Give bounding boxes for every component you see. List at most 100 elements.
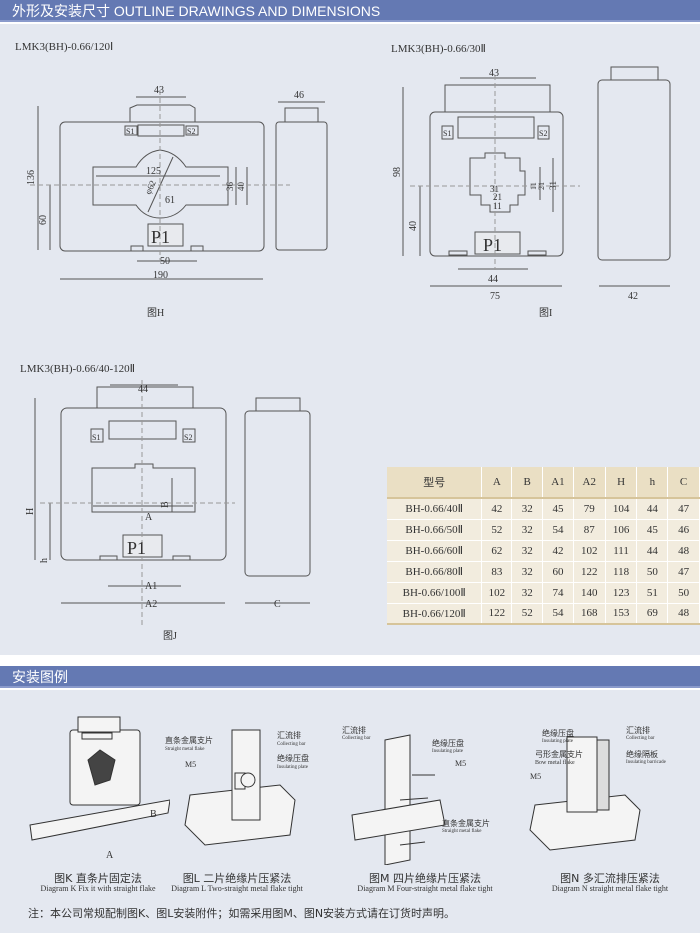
dim-C: C bbox=[274, 599, 281, 610]
drawing-i: 43 98 40 31 21 11 11 21 31 44 75 42 S1 S… bbox=[392, 66, 671, 302]
cell-value: 104 bbox=[605, 498, 638, 520]
cell-value: 54 bbox=[542, 603, 574, 625]
label-bar-en: Collecting bar bbox=[277, 742, 306, 747]
caption-j: 图J bbox=[163, 631, 177, 642]
cell-value: 69 bbox=[636, 603, 669, 625]
model-title-h: LMK3(BH)-0.66/120Ⅰ bbox=[15, 41, 114, 53]
cell-value: 153 bbox=[605, 603, 638, 625]
caption-i: 图I bbox=[539, 308, 553, 319]
dim-B: B bbox=[160, 501, 171, 508]
side-view bbox=[244, 410, 311, 577]
cell-value: 47 bbox=[667, 561, 700, 583]
col-header-a: A bbox=[481, 467, 513, 499]
dim-h: h bbox=[39, 558, 50, 563]
section-title: 外形及安装尺寸 OUTLINE DRAWINGS AND DIMENSIONS bbox=[12, 3, 381, 19]
barricade bbox=[596, 739, 610, 811]
label-m5: M5 bbox=[530, 772, 541, 781]
section-header-outline: 外形及安装尺寸 OUTLINE DRAWINGS AND DIMENSIONS bbox=[0, 0, 700, 22]
cell-model: BH-0.66/120Ⅱ bbox=[387, 603, 483, 625]
dim-side-w: 42 bbox=[628, 291, 638, 302]
dim-h31: 31 bbox=[548, 181, 558, 190]
ct-body bbox=[529, 794, 641, 851]
dim-A1: A1 bbox=[145, 581, 157, 592]
cell-value: 60 bbox=[542, 561, 574, 583]
cell-value: 83 bbox=[481, 561, 513, 583]
label-p1: P1 bbox=[127, 538, 146, 558]
label-sep-cn: 绝缘隔板 bbox=[626, 749, 658, 759]
drawing-h: 43 46 136 60 125 φ62 61 36 40 50 190 S1 … bbox=[26, 85, 328, 281]
dim-mount: 44 bbox=[488, 274, 498, 285]
cell-value: 118 bbox=[605, 561, 638, 583]
col-header-a2: A2 bbox=[573, 467, 606, 499]
dim-A: A bbox=[145, 512, 153, 523]
label-bar-en: Collecting bar bbox=[626, 736, 655, 741]
cell-value: 52 bbox=[511, 603, 544, 625]
label-m5: M5 bbox=[185, 760, 196, 769]
label-s2: S2 bbox=[187, 127, 195, 136]
bracket bbox=[96, 386, 194, 408]
label-s1: S1 bbox=[126, 127, 134, 136]
cell-value: 122 bbox=[481, 603, 513, 625]
dim-w31: 31 bbox=[490, 184, 499, 194]
cell-model: BH-0.66/40Ⅱ bbox=[387, 498, 483, 520]
cell-model: BH-0.66/50Ⅱ bbox=[387, 519, 483, 541]
cell-value: 106 bbox=[605, 519, 638, 541]
caption-l-en: Diagram L Two-straight metal flake tight bbox=[171, 884, 303, 893]
section-header-install: 安装图例 bbox=[0, 666, 700, 688]
table-header-row: 型号 A B A1 A2 H h C bbox=[387, 467, 700, 499]
caption-k-en: Diagram K Fix it with straight flake bbox=[40, 884, 156, 893]
cell-value: 102 bbox=[573, 540, 606, 562]
cell-value: 32 bbox=[511, 519, 544, 541]
cell-value: 44 bbox=[636, 498, 669, 520]
cell-value: 32 bbox=[511, 498, 544, 520]
dim-w21: 21 bbox=[493, 192, 502, 202]
dim-H: H bbox=[25, 508, 36, 515]
cell-value: 46 bbox=[667, 519, 700, 541]
caption-h: 图H bbox=[147, 308, 165, 319]
cell-value: 44 bbox=[636, 540, 669, 562]
cell-value: 32 bbox=[511, 561, 544, 583]
cell-value: 111 bbox=[605, 540, 638, 562]
section-title: 安装图例 bbox=[12, 669, 68, 685]
cell-value: 51 bbox=[636, 582, 669, 604]
cell-value: 52 bbox=[481, 519, 513, 541]
label-p1: P1 bbox=[483, 235, 502, 255]
dim-center-h: 40 bbox=[408, 221, 419, 231]
dim-A2: A2 bbox=[145, 599, 157, 610]
footnote: 注：本公司常规配制图K、图L安装附件；如需采用图M、图N安装方式请在订货时声明。 bbox=[28, 907, 456, 920]
label-m5: M5 bbox=[455, 759, 466, 768]
col-header-model: 型号 bbox=[387, 467, 483, 499]
cell-value: 48 bbox=[667, 603, 700, 625]
dim-inner: 61 bbox=[165, 195, 175, 206]
dim-top: 43 bbox=[154, 85, 164, 96]
label-plate-en: Insulating plate bbox=[542, 739, 574, 744]
caption-n-cn: 图N 多汇流排压紧法 bbox=[560, 872, 660, 885]
label-s2: S2 bbox=[539, 129, 547, 138]
label-flake-cn: 直条金属支片 bbox=[442, 818, 490, 828]
label-bar-cn: 汇流排 bbox=[277, 730, 301, 740]
dim-side-w: 46 bbox=[294, 90, 304, 101]
label-plate-cn: 绝缘压盘 bbox=[542, 728, 574, 738]
label-s2: S2 bbox=[184, 433, 192, 442]
caption-k-cn: 图K 直条片固定法 bbox=[54, 872, 142, 885]
cell-value: 87 bbox=[573, 519, 606, 541]
dim-h11: 11 bbox=[529, 182, 538, 190]
label-plate-cn: 绝缘压盘 bbox=[277, 753, 309, 763]
label-sep-en: Insulating barricade bbox=[626, 760, 667, 765]
dim-win-h1: 36 bbox=[225, 182, 235, 192]
ct-body bbox=[351, 799, 446, 841]
label-flake-en: Straight metal flake bbox=[442, 829, 482, 834]
dim-top: 43 bbox=[489, 68, 499, 79]
side-view bbox=[275, 121, 328, 251]
caption-l-cn: 图L 二片绝缘片压紧法 bbox=[182, 872, 292, 885]
cell-value: 48 bbox=[667, 540, 700, 562]
drawing-j: 44 H h A B A1 A2 C S1 S2 P1 bbox=[25, 380, 311, 625]
col-header-h-lower: h bbox=[636, 467, 669, 499]
dim-window-w: 125 bbox=[146, 166, 161, 177]
window-outline bbox=[469, 152, 526, 213]
label-s1: S1 bbox=[443, 129, 451, 138]
